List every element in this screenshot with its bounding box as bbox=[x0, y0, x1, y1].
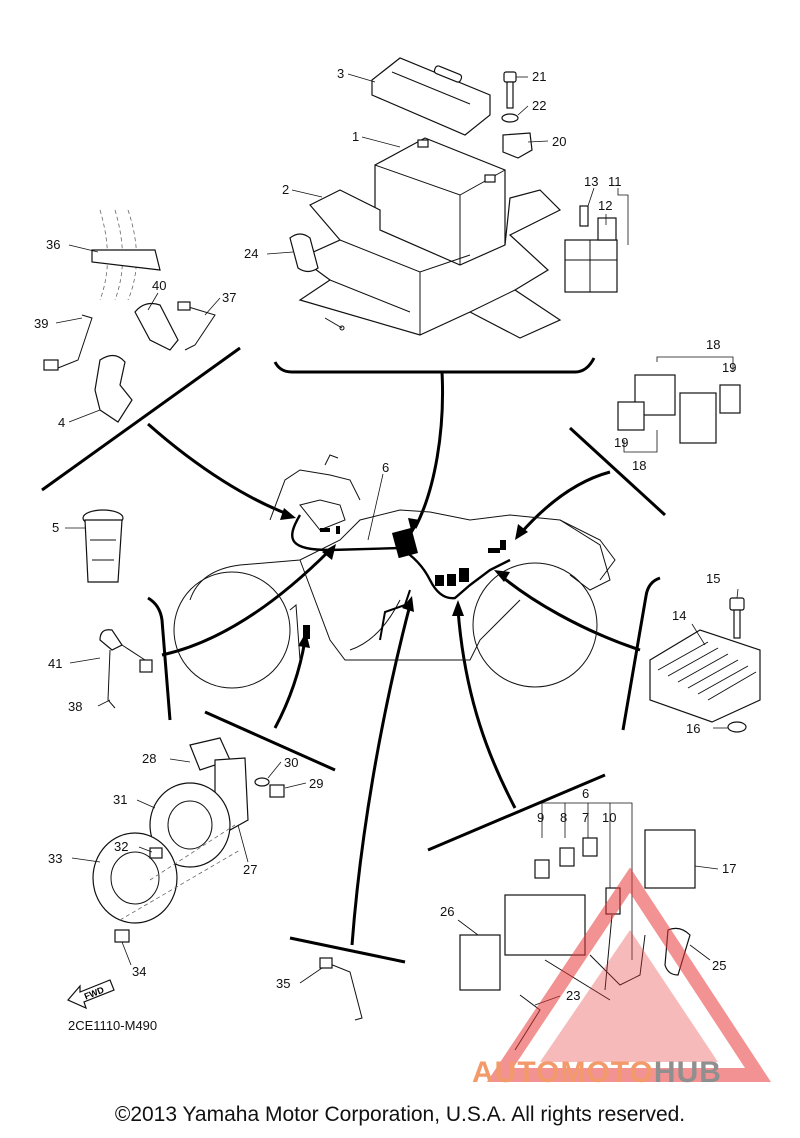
callout-10: 10 bbox=[602, 810, 616, 825]
diagram-code: 2CE1110-M490 bbox=[68, 1018, 158, 1033]
callout-29: 29 bbox=[309, 776, 323, 791]
group-brackets bbox=[41, 346, 667, 964]
battery-cover bbox=[371, 57, 491, 136]
callout-41: 41 bbox=[48, 656, 62, 671]
callout-32: 32 bbox=[114, 839, 128, 854]
callout-36: 36 bbox=[46, 237, 60, 252]
callout-38: 38 bbox=[68, 699, 82, 714]
callout-2: 2 bbox=[282, 182, 289, 197]
callout-19-bottom: 19 bbox=[614, 435, 628, 450]
motorcycle-outline bbox=[173, 454, 616, 689]
callout-6-harness: 6 bbox=[382, 460, 389, 475]
watermark-part1: AUTOMOTO bbox=[472, 1056, 654, 1089]
battery-box-sheet bbox=[298, 189, 562, 339]
fwd-label: FWD bbox=[83, 984, 106, 1001]
left-upper-group bbox=[43, 209, 216, 423]
callout-22: 22 bbox=[532, 98, 546, 113]
callout-1: 1 bbox=[352, 129, 359, 144]
callout-18-bottom: 18 bbox=[632, 458, 646, 473]
callout-15: 15 bbox=[706, 571, 720, 586]
callout-21: 21 bbox=[532, 69, 546, 84]
callout-19-top: 19 bbox=[722, 360, 736, 375]
callout-8: 8 bbox=[560, 810, 567, 825]
horn-group bbox=[67, 737, 285, 1010]
relay-group bbox=[617, 356, 741, 453]
callout-30: 30 bbox=[284, 755, 298, 770]
callout-31: 31 bbox=[113, 792, 127, 807]
misc-parts bbox=[82, 509, 363, 1021]
callout-7: 7 bbox=[582, 810, 589, 825]
callout-37: 37 bbox=[222, 290, 236, 305]
rectifier-group bbox=[649, 597, 761, 733]
callout-40: 40 bbox=[152, 278, 166, 293]
callout-12: 12 bbox=[598, 198, 612, 213]
callout-33: 33 bbox=[48, 851, 62, 866]
callout-6-fuse: 6 bbox=[582, 786, 589, 801]
watermark-logo bbox=[486, 867, 771, 1082]
callout-39: 39 bbox=[34, 316, 48, 331]
copyright-notice: ©2013 Yamaha Motor Corporation, U.S.A. A… bbox=[114, 1103, 686, 1126]
callout-4: 4 bbox=[58, 415, 65, 430]
callout-34: 34 bbox=[132, 964, 146, 979]
callout-20: 20 bbox=[552, 134, 566, 149]
callout-11: 11 bbox=[608, 174, 622, 189]
callout-23: 23 bbox=[566, 988, 580, 1003]
callout-9: 9 bbox=[537, 810, 544, 825]
watermark-text: AUTOMOTOHUB bbox=[472, 1056, 722, 1090]
callout-27: 27 bbox=[243, 862, 257, 877]
callout-13: 13 bbox=[584, 174, 598, 189]
callout-35: 35 bbox=[276, 976, 290, 991]
callout-24: 24 bbox=[244, 246, 258, 261]
callout-17: 17 bbox=[722, 861, 736, 876]
callout-numbers: 1 2 3 4 5 6 6 7 8 9 10 11 12 13 14 15 16… bbox=[34, 66, 736, 1003]
callout-25: 25 bbox=[712, 958, 726, 973]
callout-5: 5 bbox=[52, 520, 59, 535]
callout-14: 14 bbox=[672, 608, 686, 623]
callout-3: 3 bbox=[337, 66, 344, 81]
callout-18-top: 18 bbox=[706, 337, 720, 352]
battery-group bbox=[289, 57, 618, 339]
watermark-part2: HUB bbox=[653, 1056, 722, 1089]
fuse-group bbox=[459, 802, 696, 1051]
callout-28: 28 bbox=[142, 751, 156, 766]
callout-16: 16 bbox=[686, 721, 700, 736]
callout-26: 26 bbox=[440, 904, 454, 919]
